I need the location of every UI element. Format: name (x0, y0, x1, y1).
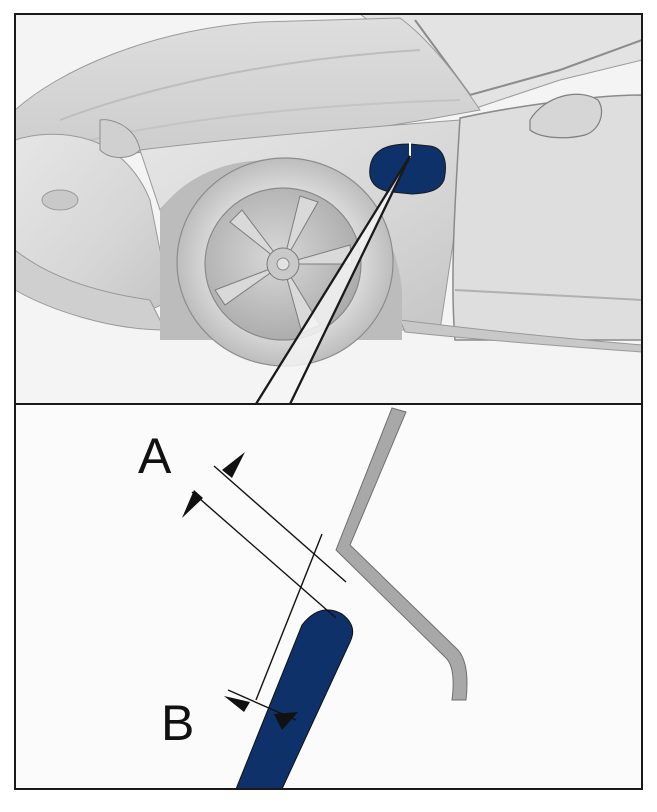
hood (14, 17, 481, 154)
body-panel-section (335, 407, 468, 701)
side-mirror (529, 93, 603, 139)
detail-panel-bg (15, 404, 642, 789)
dim-a-arrow-bottom-icon (182, 490, 203, 518)
section-detail: A B (15, 404, 642, 790)
dim-a-line-lower (191, 491, 337, 619)
figure-frame (14, 13, 643, 790)
fog-light (41, 189, 79, 211)
charging-flap (369, 143, 446, 195)
label-a: A (138, 428, 172, 484)
door-crease (454, 289, 643, 301)
dim-b-arrow-right-icon (274, 712, 298, 730)
windshield-edge (414, 19, 643, 97)
car-illustration (14, 13, 643, 405)
dim-a-arrow-top-icon (222, 452, 245, 478)
rim-spokes (214, 195, 353, 334)
label-b: B (161, 695, 194, 751)
dim-a-line-upper (213, 465, 347, 583)
hood-crease (59, 49, 421, 121)
dim-b-line (255, 533, 323, 701)
dim-b-arrow-left-icon (224, 696, 250, 712)
flap-section (235, 609, 354, 790)
hub-cap (276, 257, 290, 271)
